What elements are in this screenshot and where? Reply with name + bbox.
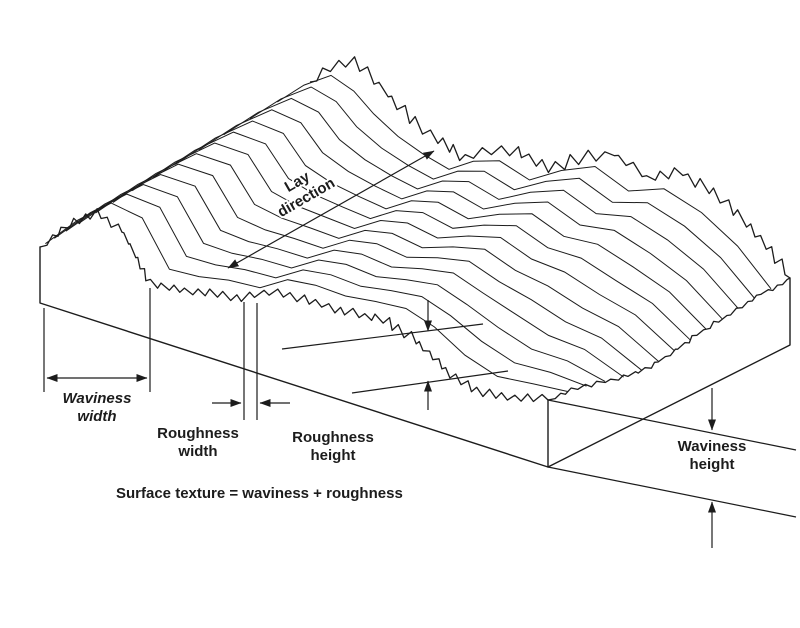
- roughness-width-label: Roughness: [157, 425, 239, 442]
- lay-lines: [45, 74, 772, 393]
- lay-line: [45, 202, 569, 393]
- waviness-width-label: Waviness: [63, 390, 132, 407]
- front-roughness-profile: [39, 208, 549, 403]
- lay-line: [223, 97, 739, 309]
- back-roughness-profile: [309, 56, 791, 279]
- surface-texture-equation: Surface texture = waviness + roughness: [116, 485, 403, 502]
- lay-line: [54, 193, 587, 387]
- roughness-width-label: width: [177, 443, 217, 460]
- roughness-height-annotation: Roughness height: [281, 300, 509, 464]
- waviness-height-label: height: [690, 456, 735, 473]
- waviness-width-annotation: Waviness width: [43, 288, 151, 425]
- lay-line: [79, 173, 624, 378]
- roughness-height-label: Roughness: [292, 429, 374, 446]
- lay-line: [249, 86, 755, 299]
- lay-line: [198, 109, 723, 320]
- front-face-outline: [39, 246, 549, 468]
- lay-line: [112, 153, 659, 362]
- lay-direction-annotation: Lay direction: [227, 150, 435, 269]
- waviness-height-annotation: Waviness height: [547, 388, 797, 548]
- waviness-width-label: width: [77, 408, 116, 425]
- right-waviness-profile: [547, 277, 791, 401]
- roughness-width-annotation: Roughness width: [157, 302, 290, 460]
- waviness-height-label: Waviness: [678, 438, 747, 455]
- lay-line: [277, 74, 772, 290]
- roughness-height-label: height: [311, 447, 356, 464]
- roughness-valley-line: [351, 370, 509, 394]
- roughness-crest-line: [281, 323, 484, 350]
- waviness-crest-line: [547, 399, 797, 451]
- waviness-valley-line: [547, 466, 797, 518]
- lay-direction-arrow: [227, 150, 435, 269]
- right-face-outline: [547, 277, 791, 468]
